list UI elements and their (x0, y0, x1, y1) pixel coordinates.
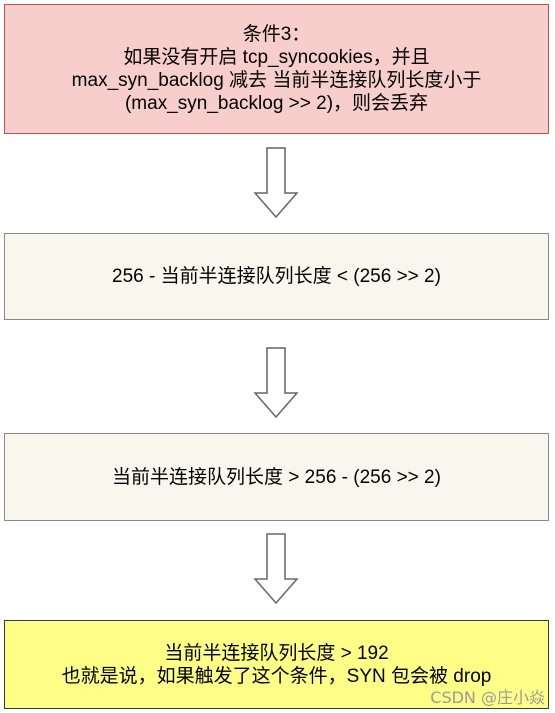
step-1-text: 256 - 当前半连接队列长度 < (256 >> 2) (112, 266, 441, 287)
condition-line-3: max_syn_backlog 减去 当前半连接队列长度小于 (71, 70, 482, 91)
down-arrow-icon-2 (253, 347, 299, 419)
step-2-text: 当前半连接队列长度 > 256 - (256 >> 2) (112, 466, 441, 488)
condition-line-2: 如果没有开启 tcp_syncookies，并且 (123, 47, 430, 68)
down-arrow-icon-1 (253, 147, 299, 219)
result-box: 当前半连接队列长度 > 192 也就是说，如果触发了这个条件，SYN 包会被 d… (4, 620, 549, 709)
step-box-1: 256 - 当前半连接队列长度 < (256 >> 2) (4, 233, 549, 320)
condition-box: 条件3： 如果没有开启 tcp_syncookies，并且 max_syn_ba… (4, 4, 549, 134)
down-arrow-icon-3 (253, 533, 299, 605)
step-box-2: 当前半连接队列长度 > 256 - (256 >> 2) (4, 433, 549, 521)
condition-line-4: (max_syn_backlog >> 2)，则会丢弃 (124, 93, 429, 114)
watermark: CSDN @庄小焱 (430, 688, 545, 707)
result-line-2: 也就是说，如果触发了这个条件，SYN 包会被 drop (61, 665, 492, 687)
result-line-1: 当前半连接队列长度 > 192 (164, 642, 389, 664)
condition-line-1: 条件3： (242, 24, 311, 45)
